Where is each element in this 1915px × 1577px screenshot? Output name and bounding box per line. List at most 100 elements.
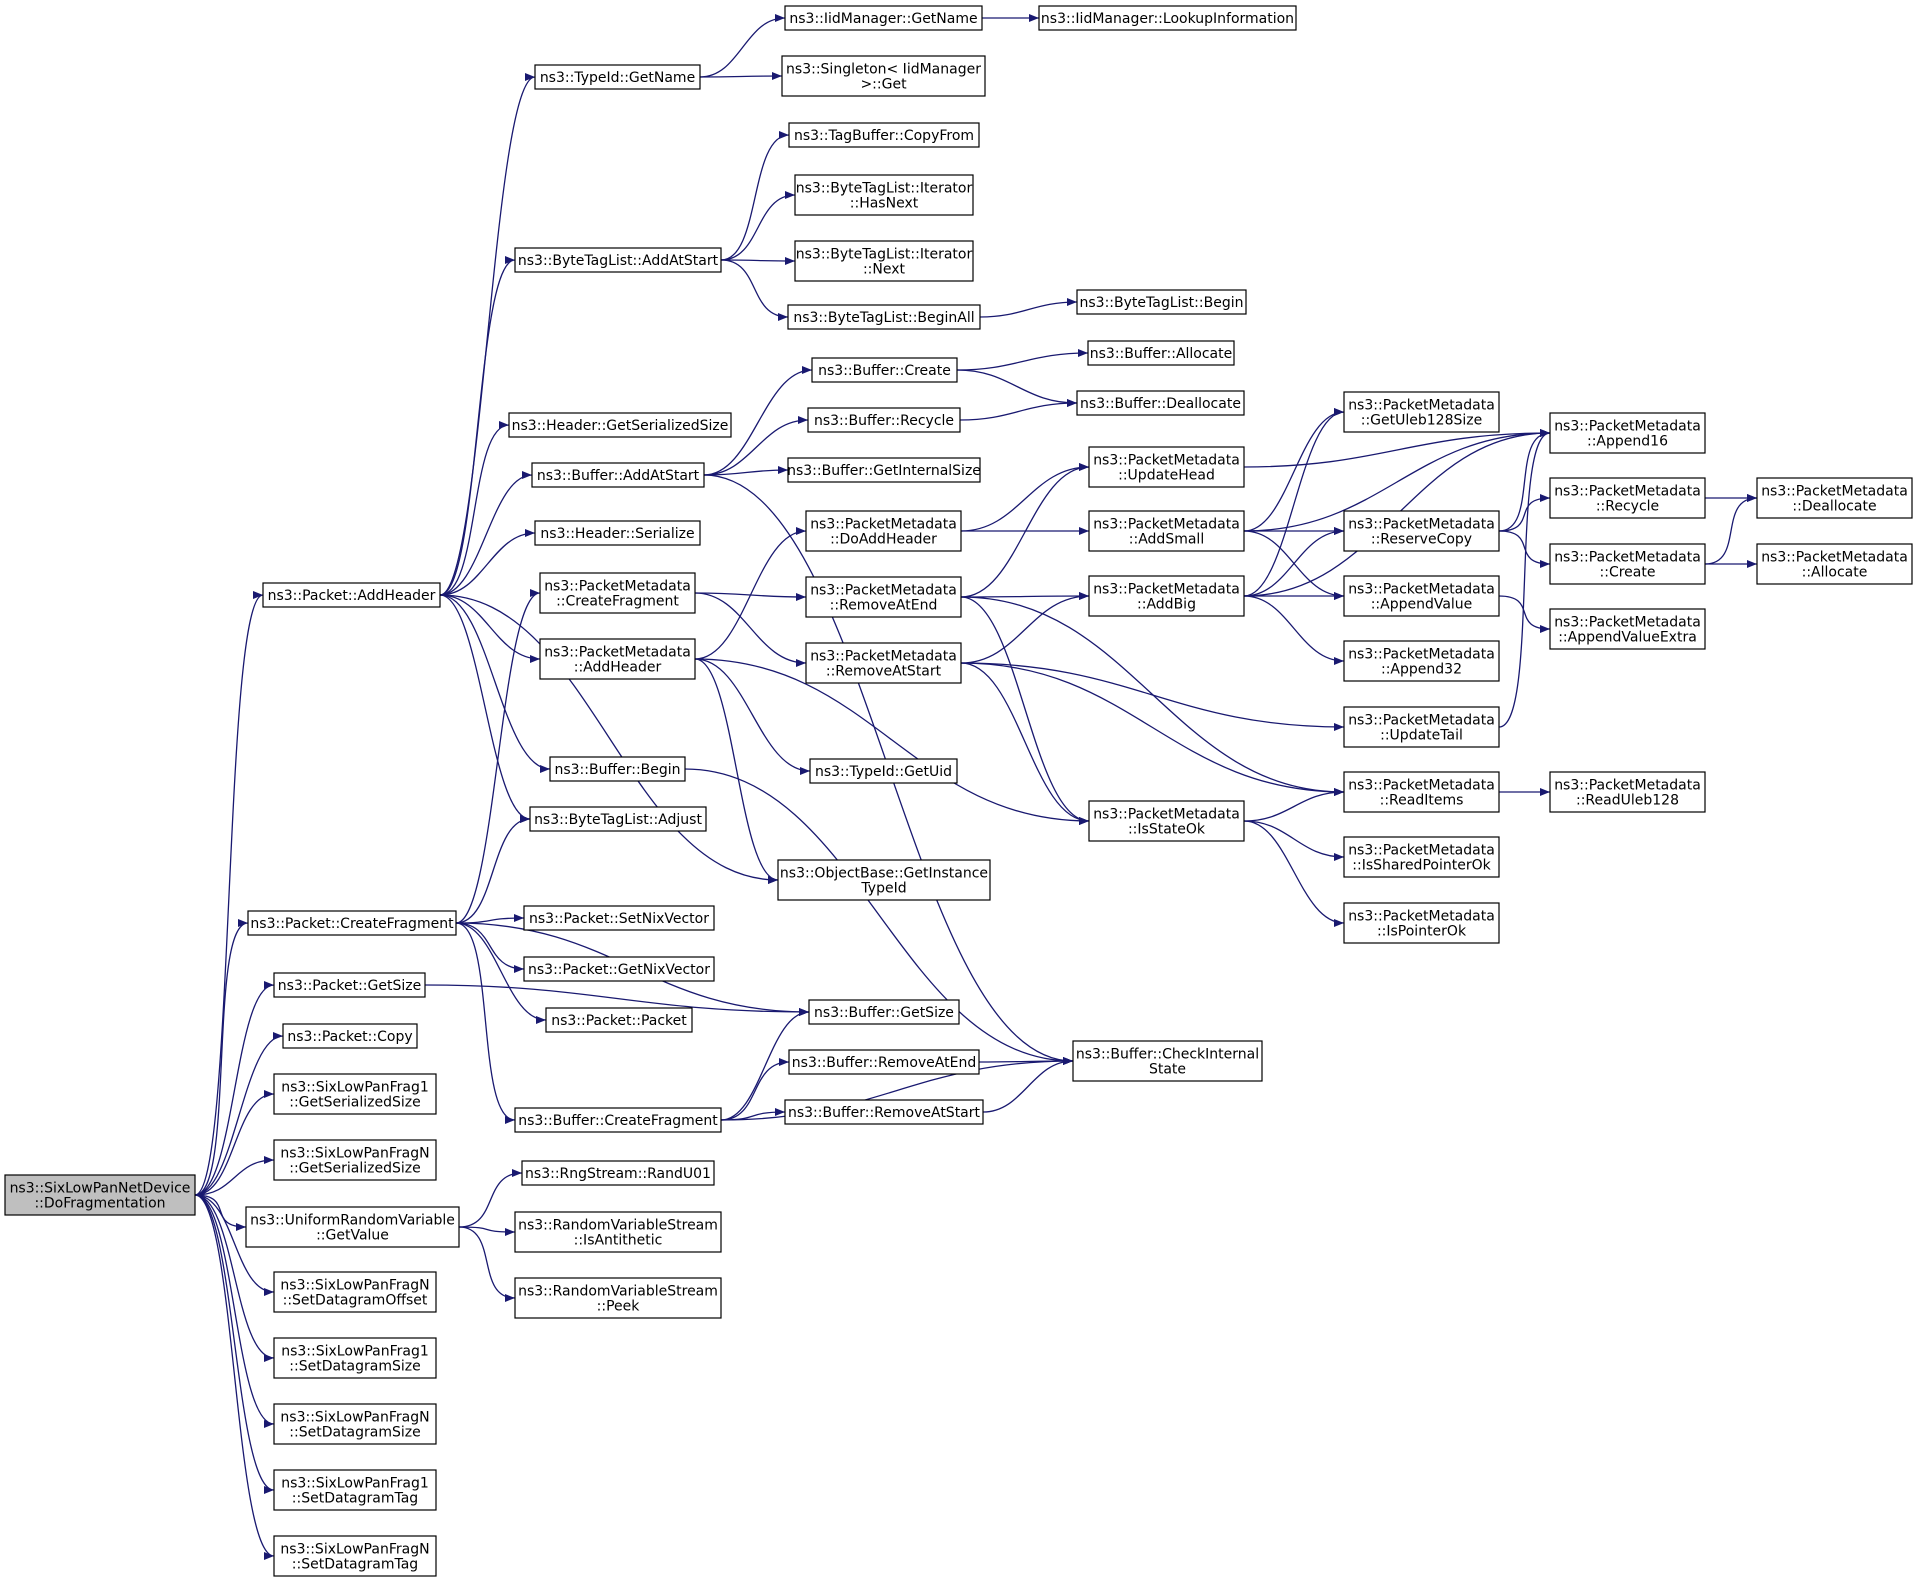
- node-btl-begin[interactable]: ns3::ByteTagList::Begin: [1076, 289, 1247, 315]
- node-pm-allocate[interactable]: ns3::PacketMetadata::Allocate: [1756, 543, 1913, 585]
- node-pm-update-head[interactable]: ns3::PacketMetadata::UpdateHead: [1088, 446, 1245, 488]
- node-tid-get-name[interactable]: ns3::TypeId::GetName: [534, 64, 701, 90]
- node-b-create[interactable]: ns3::Buffer::Create: [811, 357, 958, 383]
- node-pm-is-state-ok[interactable]: ns3::PacketMetadata::IsStateOk: [1088, 800, 1245, 842]
- node-b-get-size[interactable]: ns3::Buffer::GetSize: [808, 999, 960, 1025]
- node-b-remove-at-start[interactable]: ns3::Buffer::RemoveAtStart: [784, 1099, 984, 1125]
- node-p-set-nix[interactable]: ns3::Packet::SetNixVector: [523, 905, 715, 931]
- node-pm-reserve-copy[interactable]: ns3::PacketMetadata::ReserveCopy: [1343, 510, 1500, 552]
- node-pm-recycle[interactable]: ns3::PacketMetadata::Recycle: [1549, 477, 1706, 519]
- node-f-nset-tag[interactable]: ns3::SixLowPanFragN::SetDatagramTag: [273, 1535, 437, 1577]
- node-iid-get-name[interactable]: ns3::IidManager::GetName: [784, 5, 983, 31]
- node-pm-is-pointer[interactable]: ns3::PacketMetadata::IsPointerOk: [1343, 902, 1500, 944]
- node-p-add-header[interactable]: ns3::Packet::AddHeader: [262, 582, 441, 608]
- node-box: [262, 582, 441, 608]
- node-b-add-at-start[interactable]: ns3::Buffer::AddAtStart: [531, 462, 705, 488]
- node-pm-deallocate[interactable]: ns3::PacketMetadata::Deallocate: [1756, 477, 1913, 519]
- node-tid-get-uid[interactable]: ns3::TypeId::GetUid: [809, 758, 958, 784]
- node-p-get-nix[interactable]: ns3::Packet::GetNixVector: [523, 956, 715, 982]
- node-btl-begin-all[interactable]: ns3::ByteTagList::BeginAll: [787, 304, 981, 330]
- node-pm-append-value-extra[interactable]: ns3::PacketMetadata::AppendValueExtra: [1549, 608, 1706, 650]
- edge-uniform-to-rng-rand: [458, 1169, 523, 1228]
- node-btl-has-next[interactable]: ns3::ByteTagList::Iterator::HasNext: [794, 174, 974, 216]
- node-pm-read-items[interactable]: ns3::PacketMetadata::ReadItems: [1343, 771, 1500, 813]
- node-rng-rand[interactable]: ns3::RngStream::RandU01: [521, 1160, 715, 1186]
- node-label: ns3::PacketMetadata: [1348, 909, 1495, 925]
- node-box: [1088, 510, 1245, 552]
- node-pm-remove-at-end[interactable]: ns3::PacketMetadata::RemoveAtEnd: [805, 576, 962, 618]
- node-pm-append16[interactable]: ns3::PacketMetadata::Append16: [1549, 412, 1706, 454]
- node-p-copy[interactable]: ns3::Packet::Copy: [282, 1023, 418, 1049]
- node-btl-next[interactable]: ns3::ByteTagList::Iterator::Next: [794, 240, 974, 282]
- node-pm-do-add-header[interactable]: ns3::PacketMetadata::DoAddHeader: [805, 510, 962, 552]
- node-pm-update-tail[interactable]: ns3::PacketMetadata::UpdateTail: [1343, 706, 1500, 748]
- node-f1-get-ser[interactable]: ns3::SixLowPanFrag1::GetSerializedSize: [273, 1073, 437, 1115]
- node-label: ns3::Buffer::RemoveAtStart: [788, 1105, 981, 1121]
- node-pm-get-uleb[interactable]: ns3::PacketMetadata::GetUleb128Size: [1343, 391, 1500, 433]
- node-f-nset-size[interactable]: ns3::SixLowPanFragN::SetDatagramSize: [273, 1403, 437, 1445]
- node-f-nget-ser[interactable]: ns3::SixLowPanFragN::GetSerializedSize: [273, 1139, 437, 1181]
- node-pm-is-shared[interactable]: ns3::PacketMetadata::IsSharedPointerOk: [1343, 836, 1500, 878]
- node-pm-add-header[interactable]: ns3::PacketMetadata::AddHeader: [539, 638, 696, 680]
- node-pm-append-value[interactable]: ns3::PacketMetadata::AppendValue: [1343, 575, 1500, 617]
- node-label: ns3::Packet::Copy: [287, 1029, 412, 1045]
- node-b-get-internal[interactable]: ns3::Buffer::GetInternalSize: [787, 457, 981, 483]
- node-label: ::IsStateOk: [1128, 822, 1206, 838]
- node-h-serialize[interactable]: ns3::Header::Serialize: [534, 520, 701, 546]
- node-label: ::Allocate: [1802, 565, 1868, 581]
- node-b-create-frag[interactable]: ns3::Buffer::CreateFragment: [514, 1107, 722, 1133]
- node-pm-append32[interactable]: ns3::PacketMetadata::Append32: [1343, 640, 1500, 682]
- node-f1-set-tag[interactable]: ns3::SixLowPanFrag1::SetDatagramTag: [273, 1469, 437, 1511]
- node-label: ns3::Packet::GetSize: [278, 978, 421, 994]
- node-pm-add-big[interactable]: ns3::PacketMetadata::AddBig: [1088, 575, 1245, 617]
- edge-pm-add-big-to-pm-get-uleb: [1243, 408, 1345, 597]
- edge-root-to-p-create-frag: [194, 919, 249, 1196]
- node-tb-copy-from[interactable]: ns3::TagBuffer::CopyFrom: [788, 122, 980, 148]
- node-btl-adjust[interactable]: ns3::ByteTagList::Adjust: [529, 806, 707, 832]
- node-pm-create-frag[interactable]: ns3::PacketMetadata::CreateFragment: [539, 572, 696, 614]
- node-label: ns3::SixLowPanFrag1: [281, 1080, 429, 1096]
- node-pm-add-small[interactable]: ns3::PacketMetadata::AddSmall: [1088, 510, 1245, 552]
- edge-p-add-header-to-h-serialize: [439, 529, 536, 596]
- edge-p-add-header-to-b-begin: [439, 594, 551, 773]
- node-b-remove-at-end[interactable]: ns3::Buffer::RemoveAtEnd: [788, 1049, 980, 1075]
- node-btl-add-at-start[interactable]: ns3::ByteTagList::AddAtStart: [514, 247, 722, 273]
- node-b-begin[interactable]: ns3::Buffer::Begin: [549, 756, 686, 782]
- node-pm-create[interactable]: ns3::PacketMetadata::Create: [1549, 543, 1706, 585]
- node-pm-remove-at-start[interactable]: ns3::PacketMetadata::RemoveAtStart: [805, 642, 962, 684]
- node-p-get-size[interactable]: ns3::Packet::GetSize: [273, 972, 426, 998]
- node-singleton[interactable]: ns3::Singleton< IidManager >::Get: [781, 55, 986, 97]
- node-h-get-ser[interactable]: ns3::Header::GetSerializedSize: [508, 412, 732, 438]
- node-rvs-peek[interactable]: ns3::RandomVariableStream::Peek: [514, 1277, 722, 1319]
- node-b-deallocate[interactable]: ns3::Buffer::Deallocate: [1076, 390, 1245, 416]
- node-label: ::Recycle: [1596, 499, 1659, 515]
- node-f-nset-off[interactable]: ns3::SixLowPanFragN::SetDatagramOffset: [273, 1271, 437, 1313]
- node-pm-read-uleb[interactable]: ns3::PacketMetadata::ReadUleb128: [1549, 771, 1706, 813]
- node-box: [794, 174, 974, 216]
- node-box: [1088, 575, 1245, 617]
- edge-root-to-f1-set-size: [194, 1194, 275, 1362]
- node-b-allocate[interactable]: ns3::Buffer::Allocate: [1087, 340, 1235, 366]
- node-label: ::Create: [1600, 565, 1656, 581]
- node-box: [4, 1174, 196, 1216]
- edge-b-create-frag-to-b-remove-at-end: [720, 1058, 790, 1121]
- node-label: ns3::PacketMetadata: [1554, 550, 1701, 566]
- node-label: ns3::PacketMetadata: [1093, 453, 1240, 469]
- node-b-recycle[interactable]: ns3::Buffer::Recycle: [807, 407, 961, 433]
- node-p-packet[interactable]: ns3::Packet::Packet: [545, 1007, 693, 1033]
- node-uniform[interactable]: ns3::UniformRandomVariable::GetValue: [245, 1206, 460, 1248]
- node-label: ns3::SixLowPanFragN: [280, 1278, 429, 1294]
- node-rvs-anti[interactable]: ns3::RandomVariableStream::IsAntithetic: [514, 1211, 722, 1253]
- node-root[interactable]: ns3::SixLowPanNetDevice::DoFragmentation: [4, 1174, 196, 1216]
- edge-pm-remove-at-start-to-pm-add-big: [960, 592, 1090, 664]
- edge-pm-add-header-to-tid-get-uid: [694, 658, 811, 775]
- edge-b-recycle-to-b-deallocate: [959, 399, 1078, 421]
- edge-b-remove-at-start-to-b-check-internal: [982, 1057, 1074, 1113]
- node-f1-set-size[interactable]: ns3::SixLowPanFrag1::SetDatagramSize: [273, 1337, 437, 1379]
- node-label: ::DoAddHeader: [830, 532, 937, 548]
- node-iid-lookup[interactable]: ns3::IidManager::LookupInformation: [1038, 5, 1297, 31]
- node-p-create-frag[interactable]: ns3::Packet::CreateFragment: [247, 910, 457, 936]
- node-label: ::Peek: [597, 1299, 641, 1315]
